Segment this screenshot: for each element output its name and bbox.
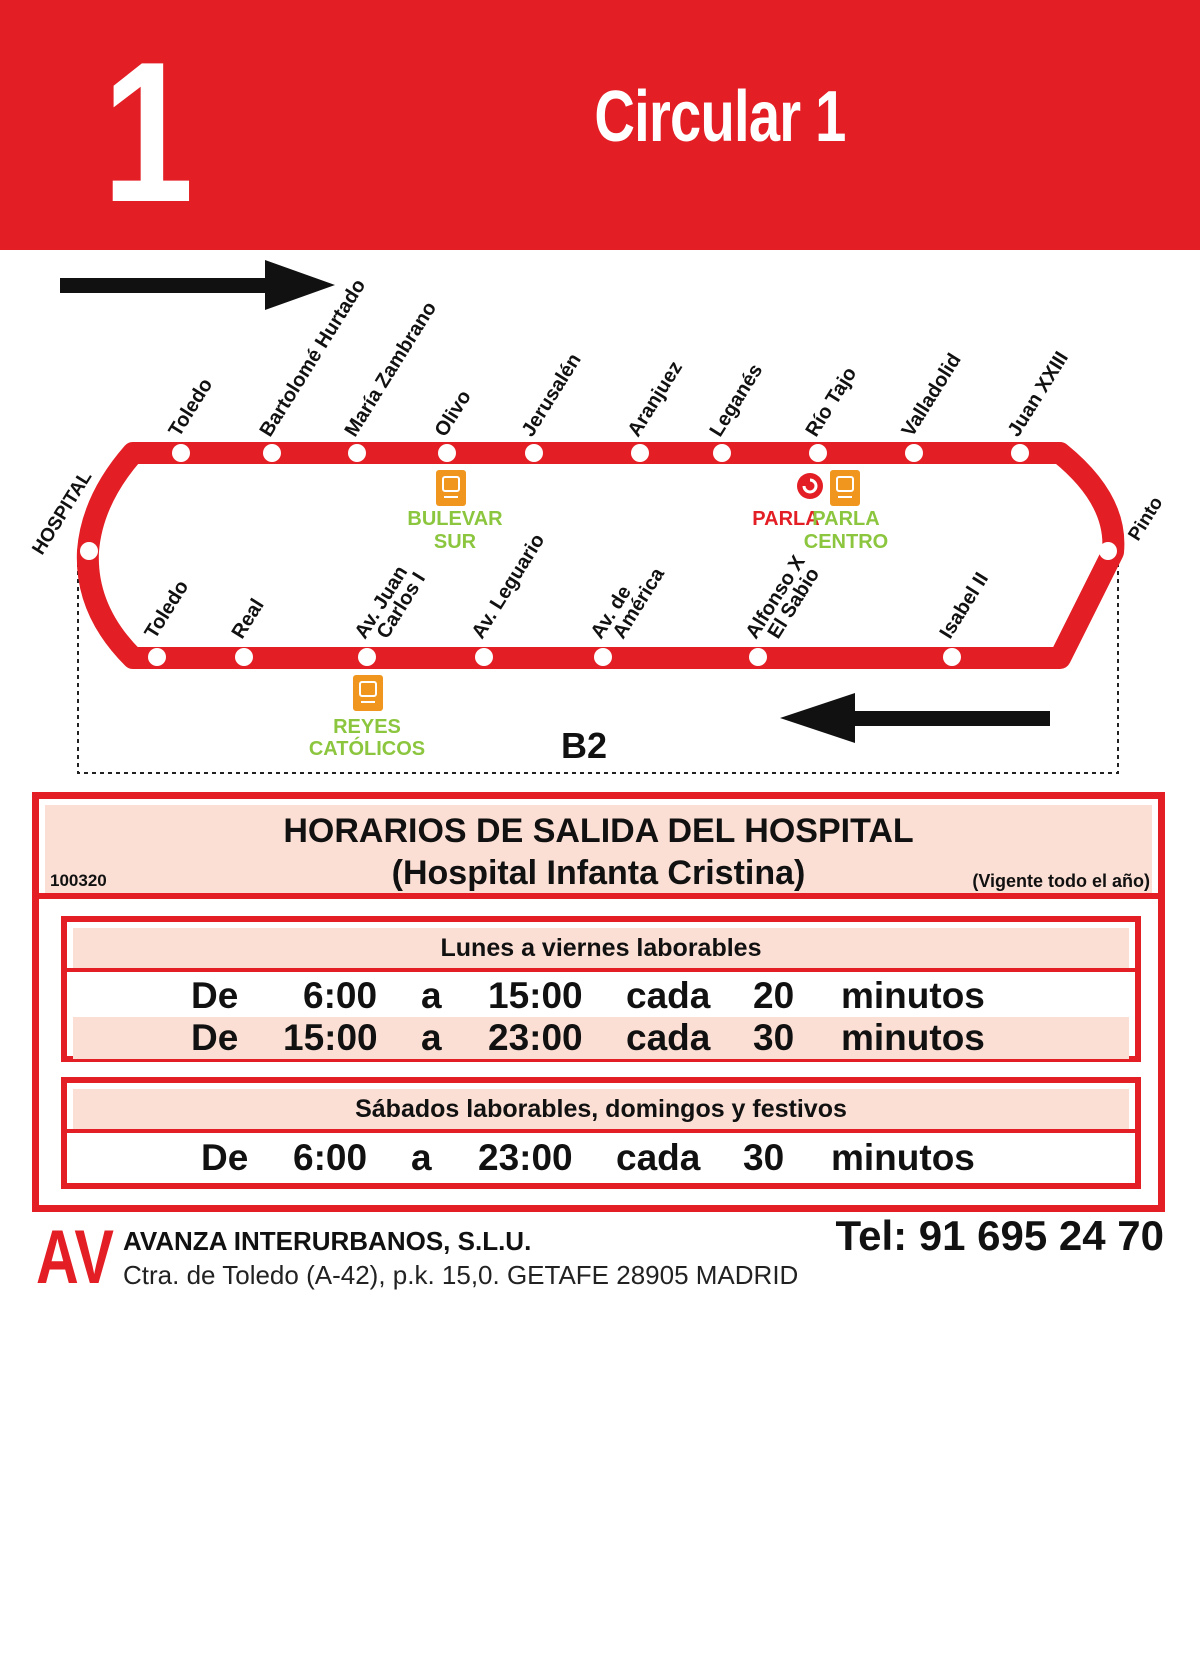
company-phone: Tel: 91 695 24 70 [835,1212,1164,1259]
transfer-label-bulevar: BULEVAR [407,508,503,530]
schedule-subtitle: (Hospital Infanta Cristina) [391,854,806,892]
stop-hospital [80,542,98,560]
variant-b2-path [77,555,1119,774]
route-loop [76,442,1125,669]
transfer-label-parla: PARLA [752,508,819,530]
variant-label-b2: B2 [561,725,607,766]
row-unit: minutos [841,1017,985,1058]
schedule-validity: (Vigente todo el año) [972,871,1150,891]
row-de: De [191,1017,239,1058]
transfer-label-reyes: REYES [333,716,401,738]
arrow-right-icon [60,260,335,310]
row-to: 23:00 [488,1017,583,1058]
stop-bottom-5 [594,648,612,666]
weekday-schedule: Lunes a viernes laborables De 6:00 a 15:… [61,916,1141,1062]
weekend-heading: Sábados laborables, domingos y festivos [73,1089,1129,1129]
schedule-code: 100320 [50,871,107,890]
stop-top-4 [438,444,456,462]
row-a: a [421,975,442,1016]
stop-label-top-9: Valladolid [898,350,966,441]
stop-top-8 [809,444,827,462]
line-header: 1 Circular 1 [0,0,1200,250]
stop-label-top-10: Juan XXIII [1004,348,1073,441]
stop-bottom-7 [943,648,961,666]
row-unit: minutos [841,975,985,1016]
company-logo: AV [36,1215,114,1300]
weekday-heading-divider [67,968,1135,972]
stop-label-top-8: Río Tajo [802,363,862,440]
stop-top-2 [263,444,281,462]
stop-label-bottom-2-1: Real [228,595,269,642]
row-cada: cada [616,1137,701,1178]
schedule-panel: HORARIOS DE SALIDA DEL HOSPITAL (Hospita… [32,792,1165,1212]
cercanias-icon [797,473,823,499]
line-name: Circular 1 [594,77,846,157]
row-cada: cada [626,1017,711,1058]
row-de: De [191,975,239,1016]
stop-top-3 [348,444,366,462]
weekend-heading-divider [67,1129,1135,1133]
schedule-title: HORARIOS DE SALIDA DEL HOSPITAL [283,812,914,850]
stop-label-top-1: Toledo [165,375,218,441]
stop-bottom-2 [235,648,253,666]
row-de: De [201,1137,249,1178]
stop-label-top-4: Olivo [431,387,476,441]
stop-pinto [1099,542,1117,560]
stop-top-10 [1011,444,1029,462]
row-to: 23:00 [478,1137,573,1178]
stop-label-bottom-4-1: Av. Leguario [468,530,550,642]
stop-label-bottom-1-1: Toledo [141,577,194,643]
row-unit: minutos [831,1137,975,1178]
weekday-heading: Lunes a viernes laborables [73,928,1129,968]
row-from: 6:00 [293,1137,368,1178]
company-address: Ctra. de Toledo (A-42), p.k. 15,0. GETAF… [123,1260,799,1290]
tram-icon-bulevar-sur [436,470,466,506]
row-freq: 30 [753,1017,795,1058]
tram-icon-reyes-catolicos [353,675,383,711]
stop-bottom-6 [749,648,767,666]
row-freq: 20 [753,975,795,1016]
transfer-label-parla-centro-1: PARLA [812,508,879,530]
transfer-label-sur: SUR [434,531,477,553]
stop-top-7 [713,444,731,462]
transfer-label-parla-centro-2: CENTRO [804,531,888,553]
schedule-divider [39,893,1158,899]
stop-label-pinto: Pinto [1124,493,1167,544]
arrow-left-icon [780,693,1050,743]
schedule-row: De 6:00 a 15:00 cada 20 minutos [73,975,1129,1017]
stop-bottom-3 [358,648,376,666]
stop-top-5 [525,444,543,462]
row-from: 6:00 [303,975,378,1016]
stop-top-1 [172,444,190,462]
schedule-row: De 15:00 a 23:00 cada 30 minutos [73,1017,1129,1059]
line-number: 1 [102,21,194,244]
stop-bottom-4 [475,648,493,666]
schedule-header: HORARIOS DE SALIDA DEL HOSPITAL (Hospita… [45,805,1152,893]
company-name: AVANZA INTERURBANOS, S.L.U. [123,1226,532,1256]
row-a: a [411,1137,432,1178]
tram-icon-parla-centro [830,470,860,506]
stop-top-9 [905,444,923,462]
weekend-schedule: Sábados laborables, domingos y festivos … [61,1077,1141,1189]
stop-label-bottom-7-1: Isabel II [936,569,994,643]
row-from: 15:00 [283,1017,378,1058]
stop-label-top-3: María Zambrano [341,298,442,441]
stop-bottom-1 [148,648,166,666]
stop-top-6 [631,444,649,462]
row-a: a [421,1017,442,1058]
stop-label-top-5: Jerusalén [518,350,586,441]
row-to: 15:00 [488,975,583,1016]
stop-label-top-7: Leganés [706,360,768,440]
transfer-label-catolicos: CATÓLICOS [309,736,425,760]
stop-label-top-6: Aranjuez [624,357,687,440]
row-freq: 30 [743,1137,785,1178]
schedule-row: De 6:00 a 23:00 cada 30 minutos [73,1137,1129,1181]
row-cada: cada [626,975,711,1016]
